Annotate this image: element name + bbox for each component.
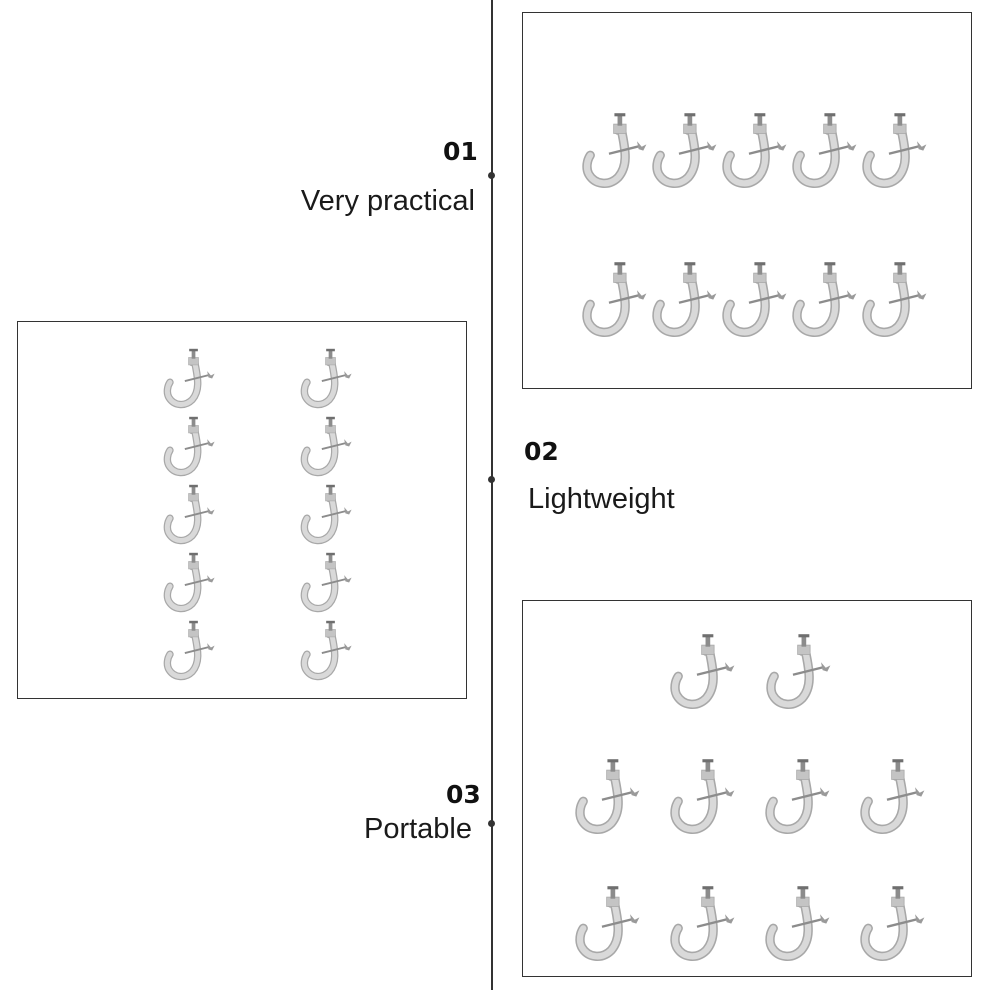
hook-clamp-icon [765, 759, 830, 834]
hook-clamp-icon [765, 886, 830, 961]
hook-clamp-icon [766, 634, 831, 709]
hook-clamp-icon [300, 348, 352, 409]
timeline-dot-02 [488, 476, 495, 483]
hook-clamp-icon [163, 552, 215, 613]
product-image-middle-left [17, 321, 467, 699]
hook-clamp-icon [300, 552, 352, 613]
feature-number-02: 02 [524, 437, 559, 466]
hook-clamp-icon [575, 759, 640, 834]
product-image-top-right [522, 12, 972, 389]
hook-clamp-icon [582, 262, 647, 337]
feature-number-03: 03 [446, 780, 481, 809]
hook-clamp-icon [163, 620, 215, 681]
hook-clamp-icon [670, 634, 735, 709]
hook-clamps-two-columns-of-five [163, 348, 352, 681]
hook-clamp-icon [722, 113, 787, 188]
product-image-bottom-right [522, 600, 972, 977]
feature-number-01: 01 [443, 137, 478, 166]
timeline-dot-01 [488, 172, 495, 179]
hook-clamp-icon [575, 886, 640, 961]
hook-clamp-icon [670, 886, 735, 961]
hook-clamp-icon [722, 262, 787, 337]
hook-clamp-icon [163, 416, 215, 477]
hook-clamp-icon [582, 113, 647, 188]
hook-clamp-icon [860, 759, 925, 834]
hook-clamp-icon [862, 113, 927, 188]
feature-label-lightweight: Lightweight [528, 483, 675, 515]
hook-clamp-icon [300, 484, 352, 545]
hook-clamp-icon [792, 262, 857, 337]
feature-label-portable: Portable [363, 813, 472, 845]
timeline-dot-03 [488, 820, 495, 827]
timeline-line [491, 0, 493, 990]
hook-clamp-icon [862, 262, 927, 337]
hook-clamp-icon [163, 348, 215, 409]
feature-label-very-practical: Very practical [300, 185, 475, 217]
hook-clamp-icon [670, 759, 735, 834]
hook-clamp-icon [300, 416, 352, 477]
hook-clamps-2-4-4-layout [575, 634, 925, 961]
hook-clamp-icon [652, 113, 717, 188]
hook-clamp-icon [792, 113, 857, 188]
hook-clamp-icon [163, 484, 215, 545]
hook-clamp-icon [300, 620, 352, 681]
hook-clamp-icon [652, 262, 717, 337]
hook-clamp-icon [860, 886, 925, 961]
hook-clamps-two-rows-of-five [582, 113, 927, 337]
